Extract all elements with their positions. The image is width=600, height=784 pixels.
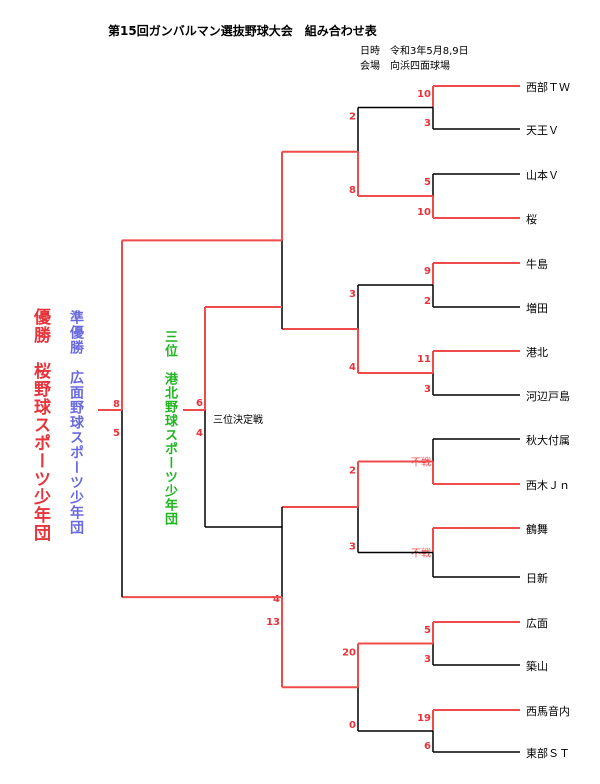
- third-place-game-label: 三位決定戦: [213, 415, 263, 426]
- team-name: 東部ＳＴ: [526, 747, 570, 760]
- score-label: 19: [417, 713, 431, 724]
- score-label: 2: [424, 296, 431, 307]
- team-name: 増田: [526, 302, 548, 315]
- score-label: 3: [424, 384, 431, 395]
- score-label: 13: [266, 617, 280, 628]
- team-name: 桜: [526, 213, 537, 226]
- team-name: 河辺戸島: [526, 390, 570, 403]
- team-name: 築山: [526, 660, 548, 673]
- score-label: 5: [424, 177, 431, 188]
- page-title: 第15回ガンバルマン選抜野球大会 組み合わせ表: [108, 24, 377, 38]
- score-label: 8: [113, 399, 120, 410]
- score-label: 5: [424, 625, 431, 636]
- score-label: 3: [349, 289, 356, 300]
- score-label: 9: [424, 266, 431, 277]
- score-label: 0: [349, 720, 356, 731]
- team-name: 日新: [526, 572, 548, 585]
- team-name: 牛島: [526, 258, 548, 271]
- score-label: 10: [417, 89, 431, 100]
- team-name: 天王Ｖ: [526, 124, 559, 137]
- team-name: 広面: [526, 617, 548, 630]
- score-label: 4: [349, 362, 356, 373]
- score-label: 4: [273, 594, 280, 605]
- date-line: 日時 令和3年5月8,9日: [360, 46, 469, 57]
- score-label: 8: [349, 185, 356, 196]
- score-label: 4: [196, 428, 203, 439]
- score-label: 2: [349, 466, 356, 477]
- score-label: 3: [349, 542, 356, 553]
- score-label: 6: [196, 398, 203, 409]
- team-name: 鶴舞: [526, 523, 548, 536]
- team-name: 秋大付属: [526, 434, 570, 447]
- score-label: 11: [417, 354, 431, 365]
- team-name: 西木Ｊｎ: [526, 479, 570, 492]
- team-name: 西馬音内: [526, 705, 570, 718]
- runner-up-label: 準優勝 広面野球スポーツ少年団: [68, 310, 84, 535]
- score-label: 20: [342, 648, 356, 659]
- score-label: 3: [424, 118, 431, 129]
- team-name: 港北: [526, 346, 548, 359]
- score-label: 2: [349, 112, 356, 123]
- score-label: 3: [424, 654, 431, 665]
- venue-line: 会場 向浜四面球場: [360, 61, 450, 72]
- team-name: 西部ＴＷ: [526, 81, 570, 94]
- score-label: 10: [417, 207, 431, 218]
- champion-label: 優勝 桜野球スポーツ少年団: [30, 308, 50, 542]
- team-name: 山本Ｖ: [526, 169, 559, 182]
- third-place-label: 三位 港北野球スポーツ少年団: [162, 330, 177, 526]
- score-label: 5: [113, 428, 120, 439]
- score-label: 6: [424, 741, 431, 752]
